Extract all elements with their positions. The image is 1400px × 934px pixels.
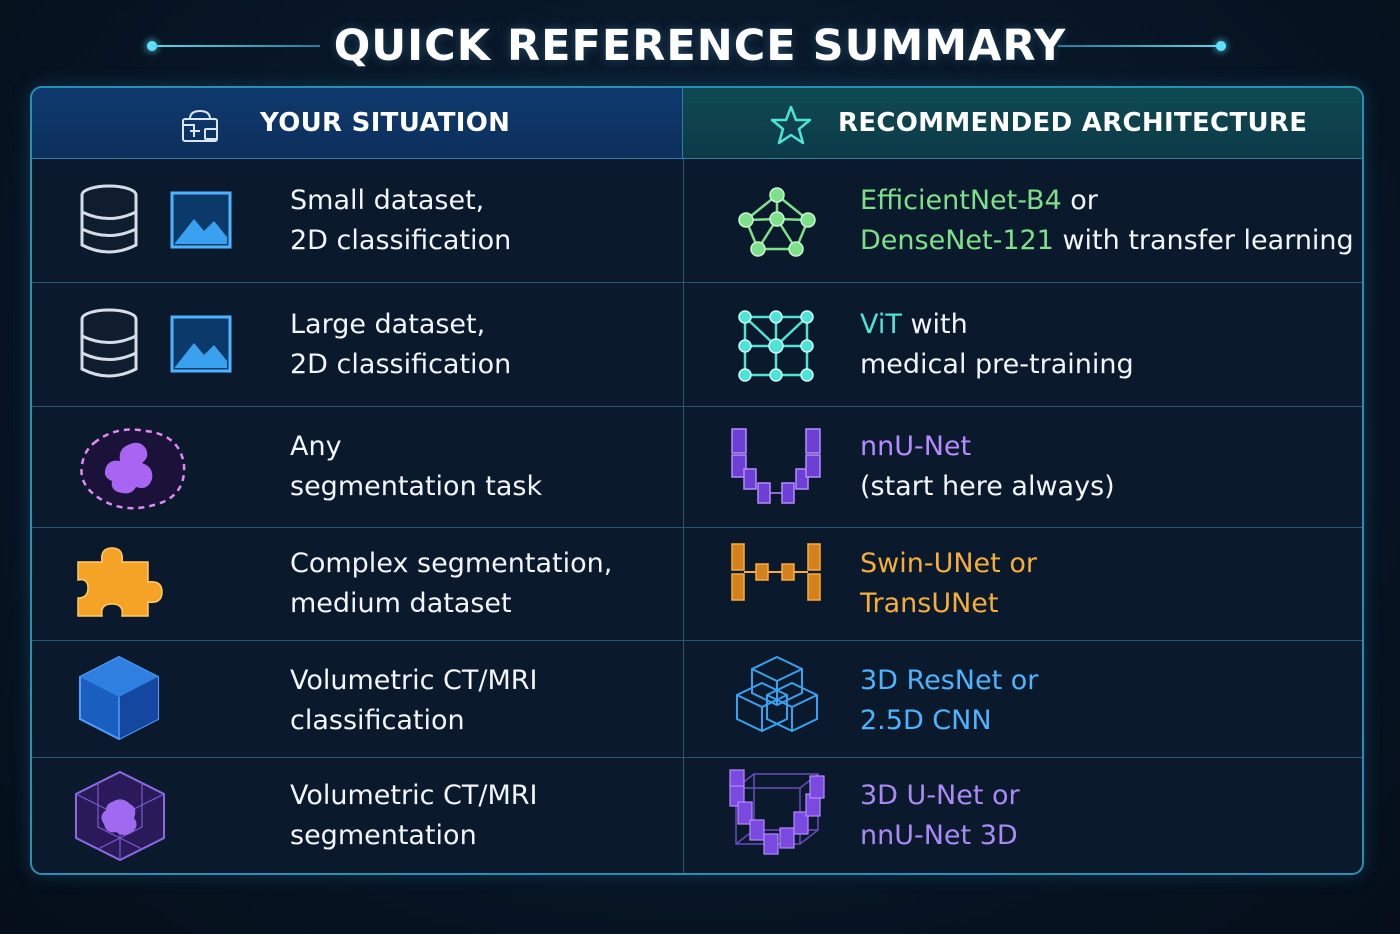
situation-line: Volumetric CT/MRI	[290, 665, 538, 696]
puzzle-icon	[77, 547, 163, 617]
table-row: Volumetric CT/MRI classification 3D ResN…	[32, 641, 1362, 758]
architecture-name: Swin-UNet or	[860, 548, 1037, 579]
situation-line: Complex segmentation,	[290, 548, 613, 579]
grid-network-icon	[738, 310, 814, 382]
connector-text: with transfer learning	[1053, 225, 1354, 256]
recommendation-line: EfficientNet-B4 or	[860, 181, 1354, 221]
table-row: Complex segmentation, medium dataset Swi…	[32, 528, 1362, 641]
transformer-unet-icon	[731, 543, 821, 601]
recommendation-text: 3D ResNet or 2.5D CNN	[860, 661, 1038, 741]
header-left-label: YOUR SITUATION	[260, 108, 511, 138]
column-divider	[683, 528, 684, 640]
situation-line: classification	[290, 705, 465, 736]
architecture-name: nnU-Net	[860, 431, 972, 462]
volume-segmentation-icon	[75, 770, 165, 862]
reference-table: YOUR SITUATION RECOMMENDED ARCHITECTURE …	[30, 86, 1364, 875]
situation-line: 2D classification	[290, 349, 512, 380]
table-row: Small dataset, 2D classification Efficie…	[32, 159, 1362, 283]
column-divider	[683, 407, 684, 527]
header-your-situation: YOUR SITUATION	[32, 88, 683, 159]
situation-line: Large dataset,	[290, 309, 486, 340]
star-outline-icon	[770, 105, 812, 145]
architecture-name: ViT	[860, 309, 902, 340]
title-bar: QUICK REFERENCE SUMMARY	[0, 18, 1400, 74]
table-row: Large dataset, 2D classification ViT wit…	[32, 283, 1362, 407]
recommendation-text: EfficientNet-B4 or DenseNet-121 with tra…	[860, 181, 1354, 261]
recommendation-line: DenseNet-121 with transfer learning	[860, 221, 1354, 261]
network-graph-icon	[738, 187, 816, 257]
situation-text: Volumetric CT/MRI classification	[290, 661, 538, 741]
header-recommended-architecture: RECOMMENDED ARCHITECTURE	[683, 88, 1362, 159]
architecture-name: 3D U-Net or	[860, 780, 1020, 811]
column-divider	[683, 283, 684, 406]
situation-line: Volumetric CT/MRI	[290, 780, 538, 811]
situation-text: Large dataset, 2D classification	[290, 305, 511, 385]
recommendation-text: 3D U-Net or nnU-Net 3D	[860, 776, 1020, 856]
database-icon	[80, 308, 138, 378]
wireframe-cubes-icon	[736, 655, 818, 733]
image-icon	[170, 191, 232, 249]
situation-line: Small dataset,	[290, 185, 485, 216]
recommendation-line: (start here always)	[860, 471, 1115, 502]
recommendation-text: ViT with medical pre-training	[860, 305, 1134, 385]
page-title: QUICK REFERENCE SUMMARY	[333, 21, 1067, 71]
architecture-name: TransUNet	[860, 588, 999, 619]
architecture-name: 3D ResNet or	[860, 665, 1039, 696]
column-divider	[683, 641, 684, 757]
unet-icon	[731, 428, 821, 504]
table-row: Volumetric CT/MRI segmentation 3D U-Net …	[32, 758, 1362, 873]
connector-text: with	[901, 309, 968, 340]
title-left-line	[152, 45, 320, 47]
situation-line: segmentation task	[290, 471, 543, 502]
segmentation-blob-icon	[80, 428, 186, 510]
situation-line: medium dataset	[290, 588, 512, 619]
recommendation-line: medical pre-training	[860, 349, 1134, 380]
column-divider	[683, 758, 684, 873]
clipboard-user-icon	[182, 109, 218, 142]
situation-line: 2D classification	[290, 225, 512, 256]
database-icon	[80, 184, 138, 254]
architecture-name: DenseNet-121	[860, 225, 1054, 256]
title-right-line	[1058, 45, 1226, 47]
situation-text: Small dataset, 2D classification	[290, 181, 511, 261]
3d-unet-icon	[729, 769, 825, 855]
recommendation-text: Swin-UNet or TransUNet	[860, 544, 1037, 624]
recommendation-line: ViT with	[860, 305, 1134, 345]
situation-text: Complex segmentation, medium dataset	[290, 544, 612, 624]
column-divider	[683, 159, 684, 282]
architecture-name: EfficientNet-B4	[860, 185, 1062, 216]
connector-text: or	[1061, 185, 1098, 216]
recommendation-text: nnU-Net (start here always)	[860, 427, 1115, 507]
architecture-name: 2.5D CNN	[860, 705, 992, 736]
situation-line: Any	[290, 431, 342, 462]
situation-line: segmentation	[290, 820, 477, 851]
image-icon	[170, 315, 232, 373]
architecture-name: nnU-Net 3D	[860, 820, 1018, 851]
table-row: Any segmentation task nnU-Net (start her…	[32, 407, 1362, 528]
situation-text: Volumetric CT/MRI segmentation	[290, 776, 538, 856]
title-right-dot	[1216, 41, 1226, 51]
situation-text: Any segmentation task	[290, 427, 542, 507]
cube-icon	[79, 655, 159, 741]
header-right-label: RECOMMENDED ARCHITECTURE	[838, 108, 1308, 138]
